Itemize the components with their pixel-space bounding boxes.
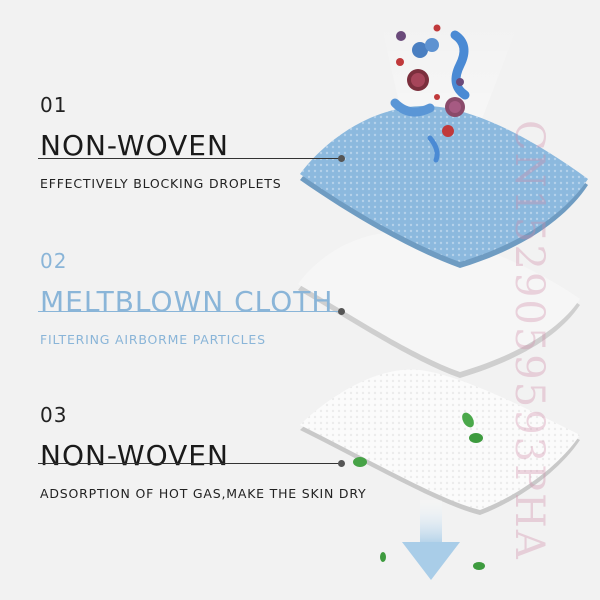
pointer-dot [338, 460, 345, 467]
pointer-dot [338, 155, 345, 162]
pointer-line [38, 158, 342, 159]
layer-description: ADSORPTION OF HOT GAS,MAKE THE SKIN DRY [40, 486, 367, 501]
pointer-line [38, 463, 342, 464]
layer-01-label: 01 NON-WOVEN EFFECTIVELY BLOCKING DROPLE… [40, 93, 281, 191]
layer-number: 02 [40, 249, 68, 273]
layer-number: 01 [40, 93, 68, 117]
layer-description: FILTERING AIRBORME PARTICLES [40, 332, 266, 347]
layer-03-label: 03 NON-WOVEN ADSORPTION OF HOT GAS,MAKE … [40, 403, 366, 501]
layer-title: MELTBLOWN CLOTH [40, 285, 334, 318]
virus-particles-icon [390, 24, 470, 163]
pointer-dot [338, 308, 345, 315]
leaf-icon [353, 412, 485, 570]
layer-02-label: 02 MELTBLOWN CLOTH FILTERING AIRBORME PA… [40, 249, 333, 347]
pointer-line [38, 311, 340, 312]
top-nonwoven-layer [300, 105, 588, 268]
down-arrow-icon [402, 500, 460, 580]
bottom-nonwoven-layer [300, 369, 580, 515]
layer-description: EFFECTIVELY BLOCKING DROPLETS [40, 176, 282, 191]
meltblown-cloth-layer [298, 231, 580, 378]
layer-title: NON-WOVEN [40, 129, 229, 162]
layer-title: NON-WOVEN [40, 439, 229, 472]
layer-number: 03 [40, 403, 68, 427]
watermark: CN1529059593PHA [506, 120, 552, 561]
